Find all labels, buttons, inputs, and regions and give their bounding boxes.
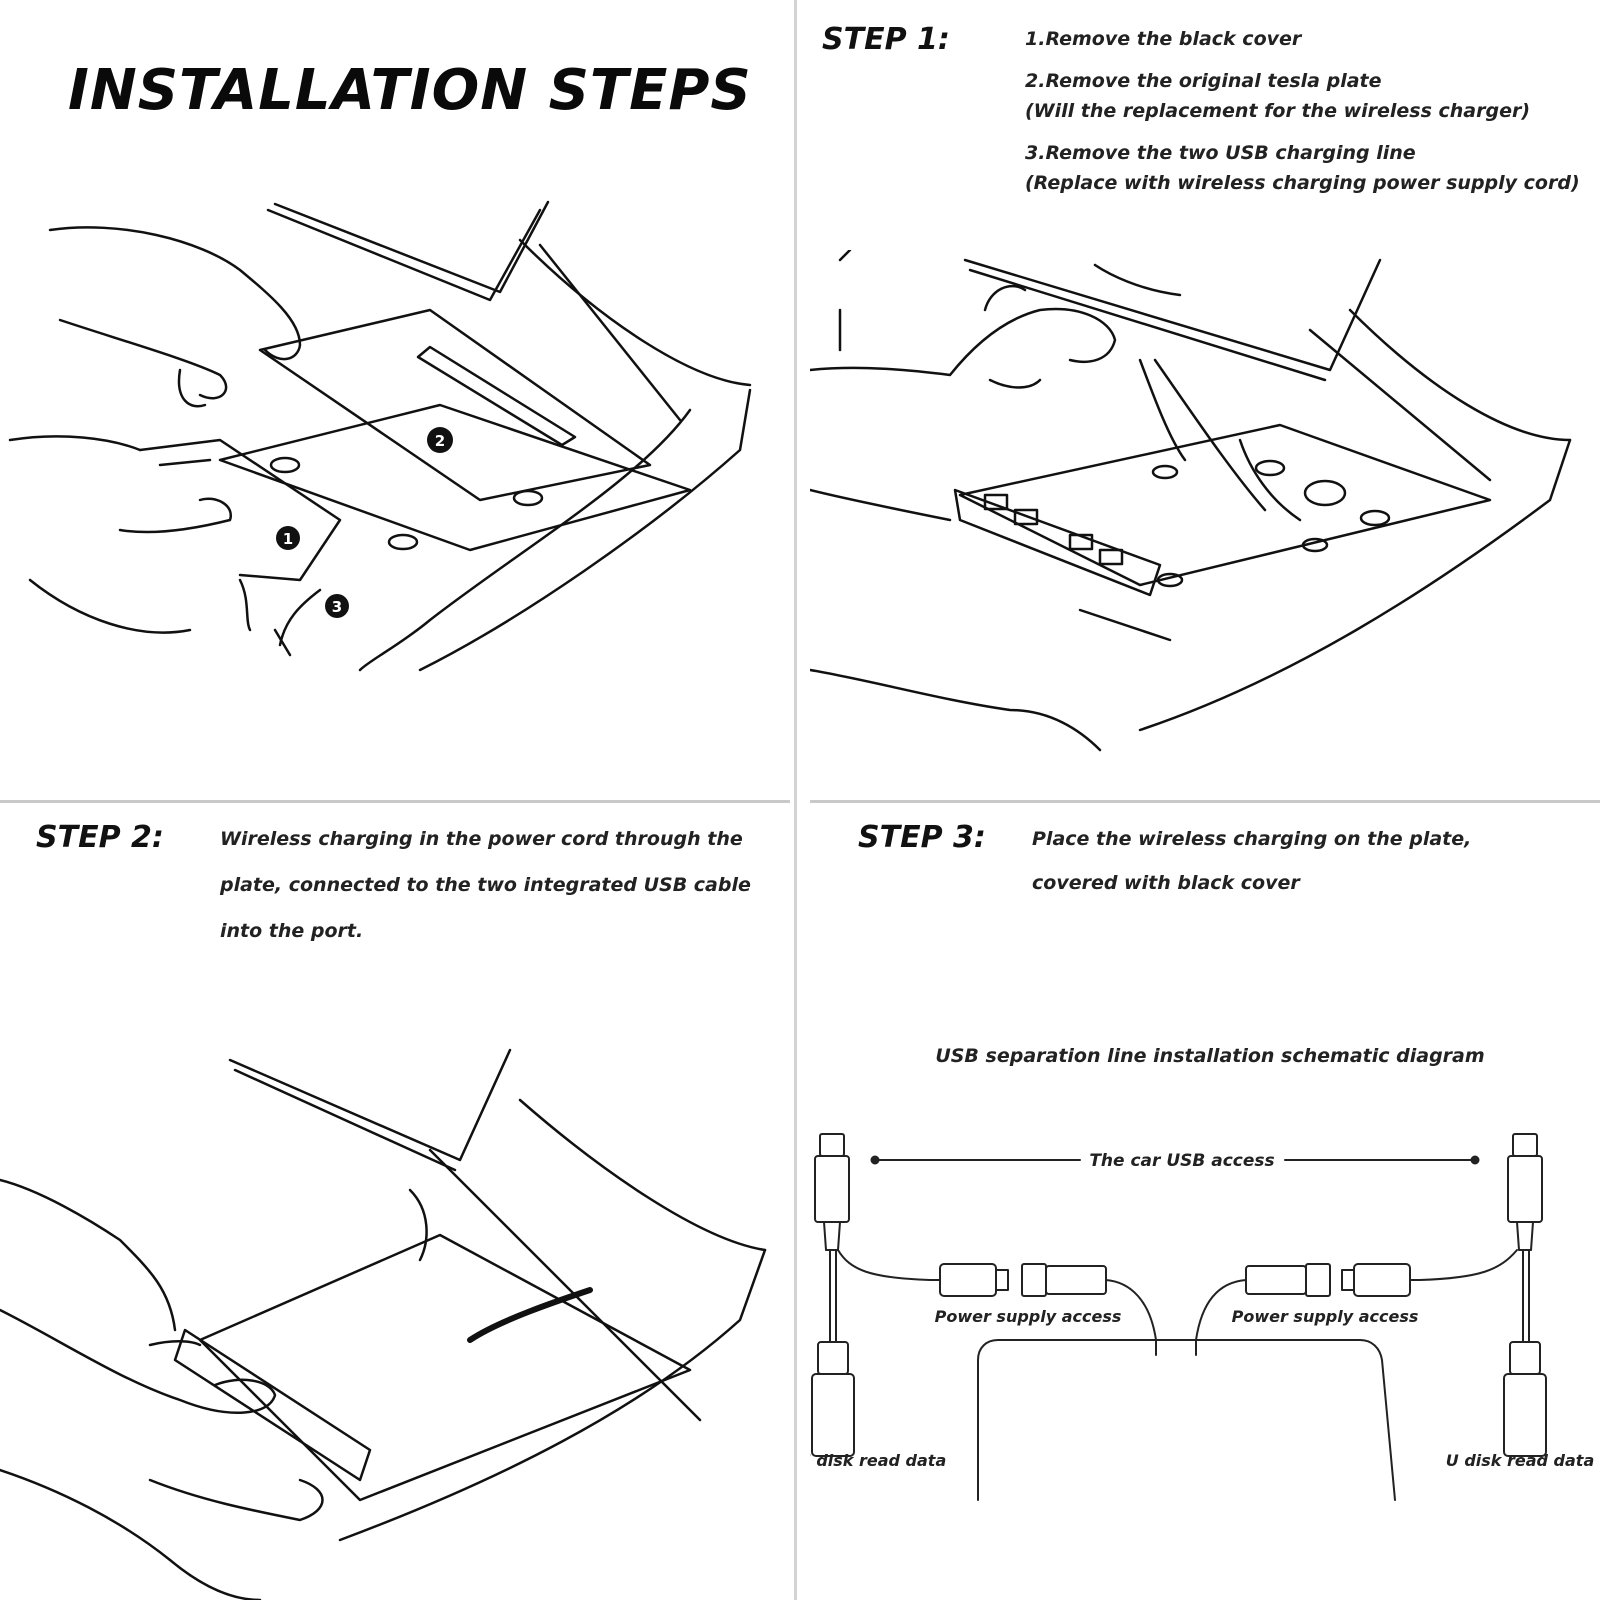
power-supply-label-right: Power supply access [1232, 1307, 1419, 1326]
step2-line-1: Wireless charging in the power cord thro… [220, 828, 743, 850]
usb-schematic: USB separation line installation schemat… [810, 1030, 1600, 1590]
overview-illustration: 1 2 3 [0, 200, 790, 700]
step1-item-2-note: (Will the replacement for the wireless c… [1025, 100, 1531, 122]
step2-line-3: into the port. [220, 920, 364, 942]
step2-illustration [0, 1040, 790, 1600]
svg-text:The car USB access: The car USB access [1089, 1151, 1274, 1171]
left-usb-cable [811, 1133, 1157, 1457]
step1-item-1: 1.Remove the black cover [1025, 28, 1302, 50]
marker-1: 1 [276, 526, 300, 550]
step3-line-2: covered with black cover [1032, 872, 1300, 894]
udisk-label-right: U disk read data [1446, 1451, 1595, 1470]
panel-overview: INSTALLATION STEPS [0, 0, 790, 800]
step3-title: STEP 3: [858, 820, 986, 855]
panel-step1: STEP 1: 1.Remove the black cover 2.Remov… [810, 0, 1600, 800]
step1-item-3: 3.Remove the two USB charging line [1025, 142, 1416, 164]
svg-text:2: 2 [435, 432, 445, 450]
vertical-divider [794, 0, 797, 1600]
marker-2: 2 [427, 427, 453, 453]
udisk-label-left: U disk read data [810, 1451, 946, 1470]
panel-step3: STEP 3: Place the wireless charging on t… [810, 810, 1600, 1600]
panel-step2: STEP 2: Wireless charging in the power c… [0, 810, 790, 1600]
horizontal-divider-right [810, 800, 1600, 803]
svg-text:1: 1 [283, 530, 293, 548]
svg-text:3: 3 [332, 598, 342, 616]
step2-line-2: plate, connected to the two integrated U… [220, 874, 751, 896]
car-usb-access-line: The car USB access [870, 1151, 1480, 1171]
horizontal-divider-left [0, 800, 790, 803]
schematic-title: USB separation line installation schemat… [935, 1045, 1484, 1067]
main-title: INSTALLATION STEPS [68, 58, 752, 123]
step1-title: STEP 1: [822, 22, 950, 57]
step2-title: STEP 2: [36, 820, 164, 855]
marker-3: 3 [325, 594, 349, 618]
step1-item-3-note: (Replace with wireless charging power su… [1025, 172, 1580, 194]
right-usb-cable [1195, 1133, 1547, 1457]
step1-item-2: 2.Remove the original tesla plate [1025, 70, 1382, 92]
step1-illustration [810, 250, 1600, 770]
power-supply-label-left: Power supply access [935, 1307, 1122, 1326]
step3-line-1: Place the wireless charging on the plate… [1032, 828, 1472, 850]
console-outline [977, 1339, 1396, 1501]
